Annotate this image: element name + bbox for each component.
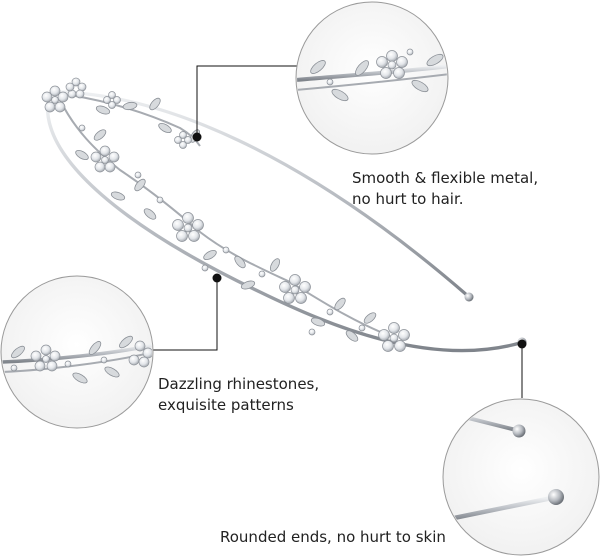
caption-metal: Smooth & flexible metal, no hurt to hair… — [352, 168, 538, 210]
caption-metal-line2: no hurt to hair. — [352, 190, 464, 208]
rhinestone-flowers — [41, 77, 410, 352]
caption-ends: Rounded ends, no hurt to skin — [220, 527, 446, 548]
zoom-circle-ends — [442, 398, 600, 556]
caption-ends-line1: Rounded ends, no hurt to skin — [220, 528, 446, 546]
headband — [41, 77, 527, 353]
rounded-end-back — [464, 292, 474, 302]
leader-dots — [192, 132, 527, 349]
caption-rhinestones: Dazzling rhinestones, exquisite patterns — [158, 374, 319, 416]
caption-rhinestones-line2: exquisite patterns — [158, 396, 294, 414]
headband-back-arc — [58, 90, 470, 298]
leaves — [75, 97, 377, 342]
leader-line-metal — [196, 65, 300, 137]
zoom-circle-rhinestones — [0, 275, 154, 429]
leader-line-rhinestones — [150, 278, 218, 351]
headband-front-arc — [45, 98, 522, 353]
caption-rhinestones-line1: Dazzling rhinestones, — [158, 375, 320, 393]
leader-lines — [150, 65, 523, 398]
caption-metal-line1: Smooth & flexible metal, — [352, 169, 539, 187]
zoom-circle-metal — [295, 1, 449, 155]
